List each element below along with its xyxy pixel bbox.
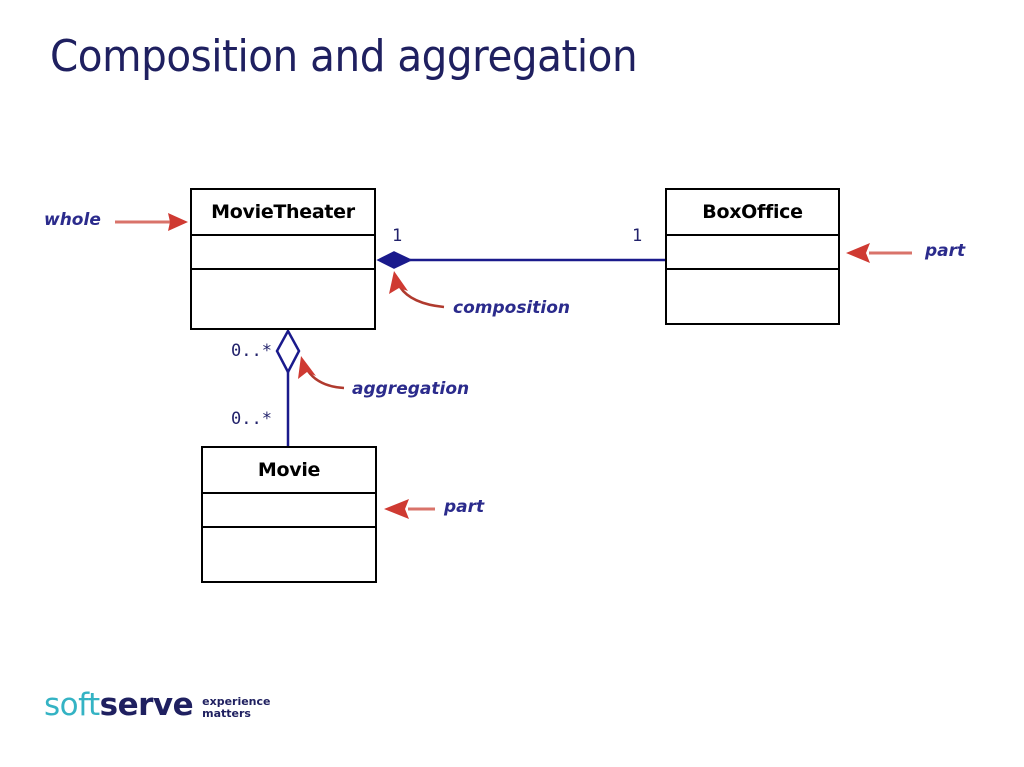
annotation-label-composition: composition	[453, 298, 570, 318]
multiplicity-aggregation-source: 0..*	[231, 341, 272, 361]
class-name-movie: Movie	[203, 448, 375, 492]
page-title: Composition and aggregation	[50, 31, 638, 82]
logo-tagline: experience matters	[202, 696, 270, 723]
class-methods-boxoffice	[667, 268, 838, 323]
logo-tagline-line2: matters	[202, 707, 251, 720]
class-methods-movietheater	[192, 268, 374, 328]
aggregation-annotation-arrow-head	[298, 356, 316, 379]
composition-annotation-arrow-head	[389, 271, 408, 294]
part-movie-annotation-arrow-head	[384, 499, 409, 519]
class-attributes-boxoffice	[667, 234, 838, 268]
multiplicity-composition-source: 1	[392, 226, 403, 246]
class-methods-movie	[203, 526, 375, 581]
uml-class-boxoffice[interactable]: BoxOffice	[665, 188, 840, 325]
aggregation-hollow-diamond	[275, 328, 301, 375]
annotation-label-part-boxoffice: part	[925, 241, 966, 261]
part-right-annotation-arrow-head	[846, 243, 870, 263]
uml-class-movietheater[interactable]: MovieTheater	[190, 188, 376, 330]
aggregation-annotation-arrow-shaft	[306, 370, 345, 390]
composition-annotation-arrow-shaft	[398, 286, 445, 309]
whole-annotation-arrow-head	[168, 213, 188, 231]
class-name-movietheater: MovieTheater	[192, 190, 374, 234]
class-attributes-movietheater	[192, 234, 374, 268]
multiplicity-composition-target: 1	[632, 226, 643, 246]
uml-class-movie[interactable]: Movie	[201, 446, 377, 583]
logo-word-serve: serve	[99, 687, 194, 723]
annotation-label-aggregation: aggregation	[352, 379, 470, 399]
multiplicity-aggregation-target: 0..*	[231, 409, 272, 429]
logo-tagline-line1: experience	[202, 695, 271, 708]
class-name-boxoffice: BoxOffice	[667, 190, 838, 234]
composition-filled-diamond	[376, 251, 413, 269]
annotation-label-whole: whole	[44, 210, 101, 230]
logo-word-soft: soft	[44, 687, 100, 723]
annotation-label-part-movie: part	[444, 497, 485, 517]
class-attributes-movie	[203, 492, 375, 526]
